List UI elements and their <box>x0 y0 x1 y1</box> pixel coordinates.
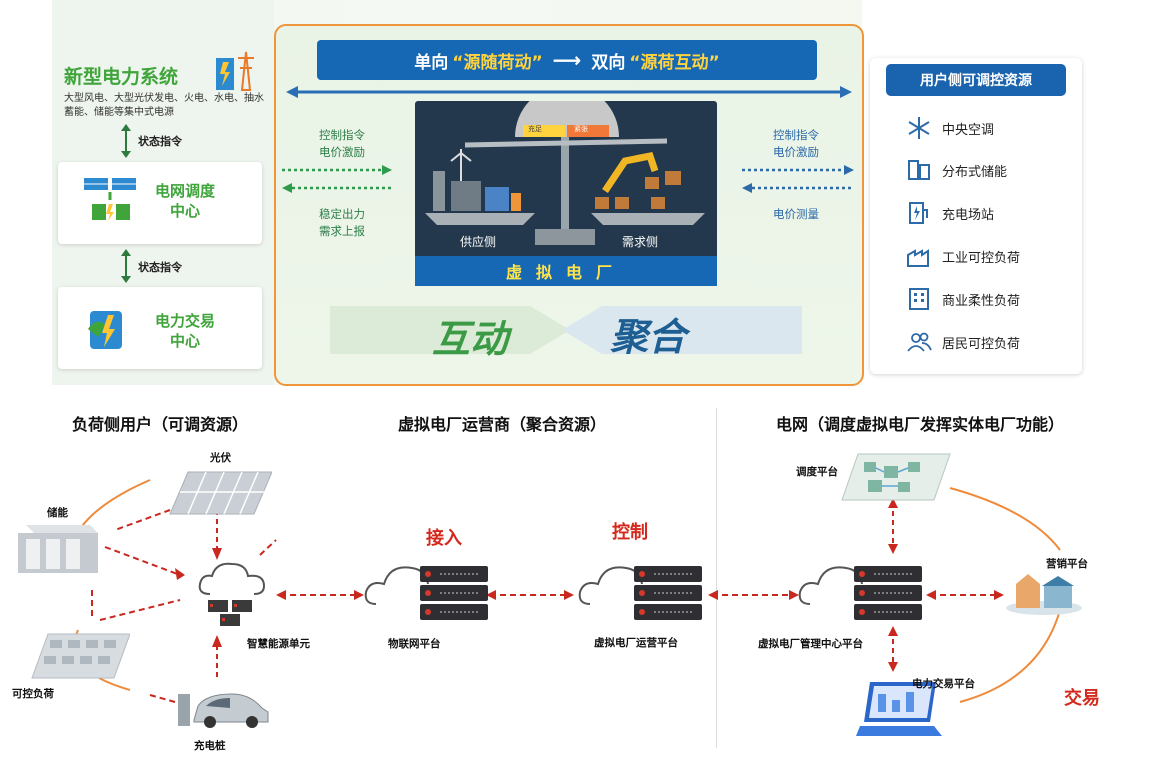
left-dotted-arrow-right <box>282 165 392 175</box>
left-dotted-arrow-left <box>282 183 392 193</box>
left-output-text: 稳定出力 需求上报 <box>319 207 365 238</box>
aggregation-word: 聚合 <box>610 314 687 359</box>
balance-scale-icon <box>425 101 705 245</box>
storage-label: 储能 <box>47 507 68 519</box>
control-label: 控制 <box>612 522 648 543</box>
smart-energy-unit-label: 智慧能源单元 <box>247 638 310 650</box>
solar-dispatch-icon <box>84 178 136 221</box>
marketing-platform-icon <box>1006 574 1082 615</box>
status-command-label-1: 状态指令 <box>138 135 182 148</box>
office-building-icon <box>909 288 929 310</box>
right-measure-text: 电价测量 <box>773 207 819 221</box>
connection-lines <box>69 479 1061 703</box>
status-command-label-2: 状态指令 <box>138 261 182 274</box>
iot-platform-server-icon <box>364 566 488 620</box>
iot-platform-label: 物联网平台 <box>388 638 441 650</box>
section-title-load: 负荷侧用户（可调资源） <box>72 415 249 434</box>
interaction-arrow-shape <box>330 306 570 354</box>
pv-label: 光伏 <box>210 452 231 464</box>
section-title-operator: 虚拟电厂运营商（聚合资源） <box>398 415 607 434</box>
resources-title: 用户侧可调控资源 <box>886 64 1066 96</box>
dispatch-center-title: 电网调度 中心 <box>154 182 215 220</box>
dispatch-center-box <box>58 162 262 244</box>
electric-car-icon <box>178 693 269 728</box>
factory-icon <box>907 249 929 267</box>
resource-item-commercial: 商业柔性负荷 <box>906 286 1020 312</box>
demand-side-label: 需求侧 <box>622 235 659 249</box>
dispatch-platform-icon <box>841 453 951 501</box>
operator-platform-server-icon <box>578 566 702 620</box>
trade-center-title: 电力交易 中心 <box>154 312 215 350</box>
section-divider <box>716 408 717 748</box>
resource-item-residential: 居民可控负荷 <box>906 329 1020 355</box>
resource-item-ac: 中央空调 <box>906 115 994 141</box>
trade-label: 交易 <box>1064 688 1100 709</box>
right-dotted-arrow-right <box>742 165 854 175</box>
dispatch-platform-label: 调度平台 <box>796 466 838 478</box>
battery-storage-icon <box>908 160 930 180</box>
virtual-power-plant-bar: 虚拟电厂 <box>415 256 717 286</box>
smart-energy-cloud-icon <box>198 562 266 626</box>
trade-center-icon <box>88 311 122 349</box>
management-center-label: 虚拟电厂管理中心平台 <box>758 638 863 650</box>
controllable-load-label: 可控负荷 <box>12 688 54 700</box>
charging-station-icon <box>909 202 928 224</box>
left-control-text: 控制指令 电价激励 <box>319 128 365 159</box>
mode-banner: 单向 “源随荷动” ⟶ 双向 “源荷互动” <box>317 40 817 80</box>
status-arrow-1 <box>121 124 131 158</box>
resource-item-charging: 充电场站 <box>906 200 994 226</box>
trading-platform-label: 电力交易平台 <box>912 678 975 690</box>
resource-item-storage: 分布式储能 <box>906 157 1007 183</box>
resources-panel <box>870 58 1082 374</box>
right-control-text: 控制指令 电价激励 <box>773 128 819 159</box>
power-system-subtitle: 大型风电、大型光伏发电、火电、水电、抽水蓄能、储能等集中式电源 <box>64 93 264 118</box>
interaction-word: 互动 <box>432 316 509 361</box>
residents-icon <box>907 332 932 352</box>
status-arrow-2 <box>121 249 131 283</box>
power-system-title: 新型电力系统 <box>64 66 179 88</box>
charging-pile-label: 充电桩 <box>194 740 226 752</box>
right-dotted-arrow-left <box>742 183 854 193</box>
scale-tag-left: 充足 <box>528 125 542 133</box>
storage-cabinet-icon <box>18 525 98 573</box>
operator-platform-label: 虚拟电厂运营平台 <box>594 637 678 649</box>
resource-item-industrial: 工业可控负荷 <box>906 243 1020 269</box>
aggregation-arrow-shape <box>562 306 802 354</box>
access-label: 接入 <box>426 528 462 549</box>
supply-side-label: 供应侧 <box>460 235 497 249</box>
section-title-grid: 电网（调度虚拟电厂发挥实体电厂功能） <box>776 415 1065 434</box>
trading-platform-icon <box>856 682 942 736</box>
marketing-platform-label: 营销平台 <box>1046 558 1088 570</box>
right-arrow-icon: ⟶ <box>552 48 582 72</box>
management-center-server-icon <box>798 566 922 620</box>
snowflake-icon <box>908 117 930 139</box>
pv-panels-icon <box>169 471 272 515</box>
controllable-load-icon <box>31 633 130 679</box>
scale-tag-right: 紧张 <box>574 125 588 133</box>
power-tower-icon <box>216 51 254 91</box>
bidirectional-arrow <box>286 86 852 98</box>
